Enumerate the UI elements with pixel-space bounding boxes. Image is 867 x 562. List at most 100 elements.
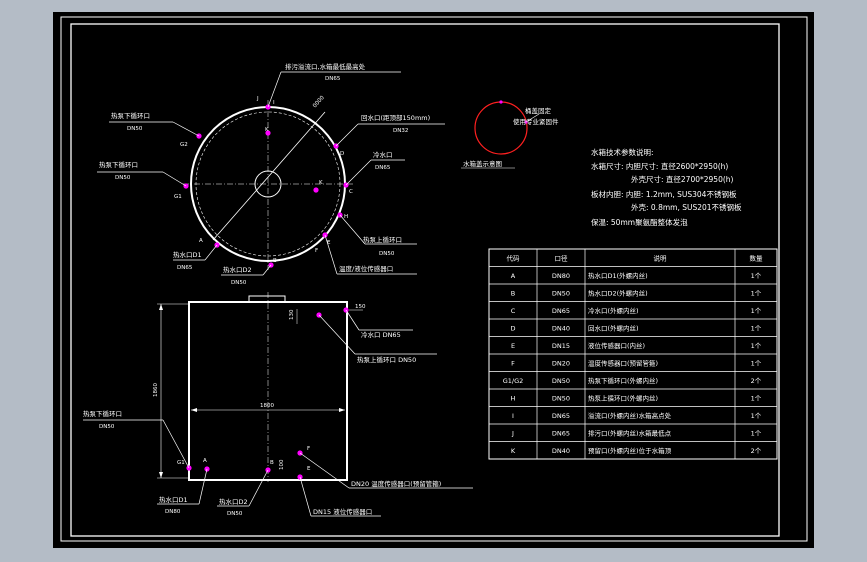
front-left-label: 热泵下循环口 (83, 409, 122, 418)
table-cell: 预留口(外螺内丝)位于水箱顶 (588, 446, 672, 455)
table-cell: DN40 (552, 324, 570, 332)
table-cell: DN50 (552, 394, 570, 402)
front-letter-E: E (307, 466, 311, 472)
lid-fastener-top (499, 100, 503, 104)
leader-H (339, 214, 366, 245)
table-cell: 液位传感器口(内丝) (588, 341, 645, 350)
diameter-label: 0000 (312, 95, 326, 110)
height-arrow-top (159, 304, 163, 310)
leader-front-B (248, 469, 269, 507)
outer-frame (60, 16, 808, 542)
table-cell: 2个 (751, 377, 762, 385)
table-cell: DN50 (552, 377, 570, 385)
width-arrow-left (191, 408, 197, 412)
dim-150: 150 (355, 304, 366, 310)
front-bottom-level: DN15 液位传感器口 (313, 507, 372, 516)
table-cell: 1个 (751, 429, 762, 437)
right-return-label: 回水口(距顶部150mm) (361, 113, 430, 122)
leader-top (267, 71, 282, 108)
leader-A (204, 244, 218, 261)
left-upper-size: DN50 (127, 126, 143, 132)
port-K-top (265, 130, 271, 136)
table-cell: DN65 (552, 429, 570, 437)
top-note: 排污溢流口,水箱最低最高处 (285, 62, 366, 71)
letter-E: E (327, 240, 331, 246)
table-cell: 1个 (751, 394, 762, 402)
table-cell: 热水口D1(外螺内丝) (588, 271, 648, 280)
table-cell: DN80 (552, 272, 570, 280)
table-cell: 2个 (751, 447, 762, 455)
table-header-cell: 代码 (507, 253, 521, 262)
front-bottom-hot1-size: DN80 (165, 509, 181, 515)
table-cell: 冷水口(外螺内丝) (588, 306, 639, 315)
width-dim-text: 1800 (260, 403, 274, 409)
front-bottom-hot2-size: DN50 (227, 511, 243, 517)
port-J (265, 104, 271, 110)
leader-B (262, 264, 272, 276)
right-upper-cycle-size: DN50 (379, 251, 395, 257)
table-cell: 1个 (751, 272, 762, 280)
lid-caption: 水箱盖示意图 (463, 159, 502, 168)
right-cold-size: DN65 (375, 165, 391, 171)
front-letter-G1: G1 (177, 460, 185, 466)
table-cell: 1个 (751, 359, 762, 367)
letter-I: I (273, 100, 275, 106)
front-left-size: DN50 (99, 424, 115, 430)
bottom-hot1-size: DN65 (177, 265, 193, 271)
table-cell: 溢流口(外螺内丝)水箱高点处 (588, 411, 672, 420)
table-cell: 1个 (751, 289, 762, 297)
leader-front-C (345, 309, 360, 331)
letter-G2: G2 (180, 142, 188, 148)
table-cell: 热水口D2(外螺内丝) (588, 288, 648, 297)
table-cell: A (511, 272, 516, 280)
lid-label-2: 使用专业紧固件 (513, 117, 559, 126)
width-arrow-right (339, 408, 345, 412)
leader-G2 (172, 121, 200, 137)
right-cold-label: 冷水口 (373, 150, 393, 159)
specs-line3: 板材内胆: 内胆: 1.2mm, SUS304不锈钢板 (591, 189, 737, 199)
drawing-sheet: 0000 排污溢流口,水箱最低最高处 DN65 J I K 热泵下循环口 DN5… (53, 12, 814, 548)
table-cell: DN40 (552, 447, 570, 455)
table-cell: H (511, 394, 516, 402)
table-cell: 1个 (751, 307, 762, 315)
bottom-hot1-label: 热水口D1 (173, 250, 202, 259)
lid-view: 桶盖固定 使用专业紧固件 水箱盖示意图 (461, 100, 559, 169)
left-upper-label: 热泵下循环口 (111, 111, 150, 120)
drawing-svg: 0000 排污溢流口,水箱最低最高处 DN65 J I K 热泵下循环口 DN5… (60, 16, 808, 542)
front-view: 1800 1860 130 150 冷水口 DN65 热泵上循环口 DN50 热… (83, 292, 473, 517)
top-view: 0000 排污溢流口,水箱最低最高处 DN65 J I K 热泵下循环口 DN5… (97, 62, 445, 286)
table-cell: 1个 (751, 342, 762, 350)
letter-K-inner: K (319, 180, 323, 186)
front-right-cold: 冷水口 DN65 (361, 330, 401, 339)
table-cell: C (511, 307, 516, 315)
table-cell: 1个 (751, 324, 762, 332)
letter-K-top: K (265, 127, 269, 133)
letter-H: H (344, 214, 348, 220)
table-cell: 排污口(外螺内丝)水箱最低点 (588, 428, 672, 437)
left-lower-size: DN50 (115, 175, 131, 181)
table-cell: B (511, 289, 515, 297)
table-cell: G1/G2 (503, 377, 524, 385)
letter-F: F (315, 248, 318, 254)
front-bottom-hot2: 热水口D2 (219, 497, 248, 506)
right-temp-label: 温度/液位传感器口 (339, 264, 393, 273)
table-cell: K (511, 447, 516, 455)
dim-130: 130 (289, 309, 295, 320)
specs-line4: 外壳: 0.8mm, SUS201不锈钢板 (631, 202, 742, 212)
inner-frame (70, 23, 780, 537)
port-K-inner (313, 187, 319, 193)
table-cell: 1个 (751, 412, 762, 420)
table-header-cell: 说明 (654, 253, 668, 262)
lid-circle (474, 101, 528, 155)
table-cell: F (511, 359, 515, 367)
table-cell: DN50 (552, 289, 570, 297)
table-cell: E (511, 342, 515, 350)
table-header-cell: 口径 (555, 253, 569, 262)
lid-label-1: 桶盖固定 (525, 106, 552, 115)
letter-A: A (199, 238, 203, 244)
left-lower-label: 热泵下循环口 (99, 160, 138, 169)
table-cell: 热泵下循环口(外螺内丝) (588, 376, 658, 385)
table-cell: 热泵上循环口(外螺内丝) (588, 393, 658, 402)
letter-B: B (273, 258, 277, 264)
